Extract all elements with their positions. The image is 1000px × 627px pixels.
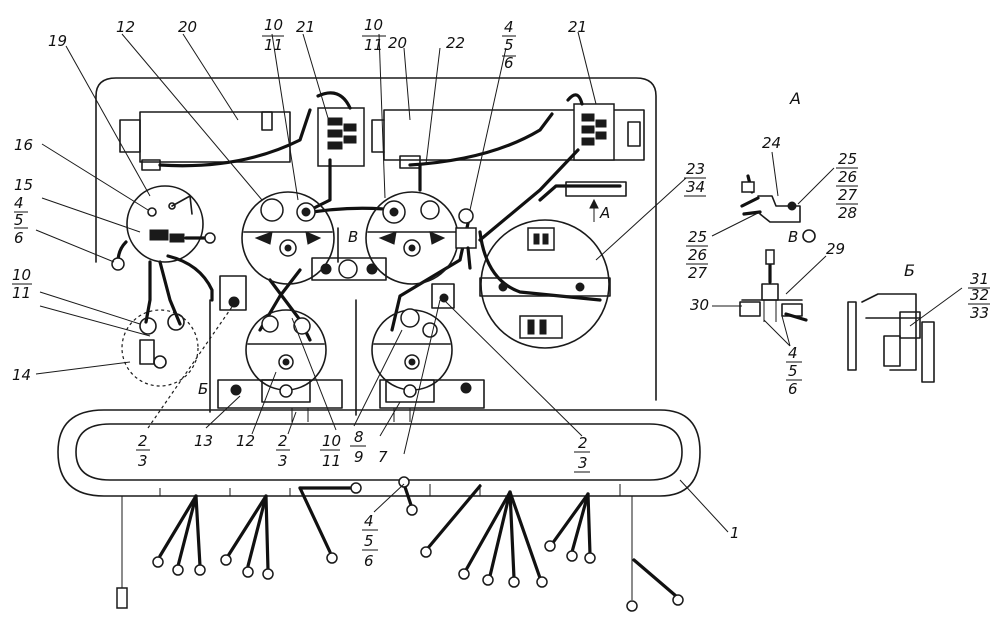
callout-1: 1 [730, 524, 740, 542]
callout-24: 24 [762, 134, 781, 152]
instrument-panel-outline [95, 77, 657, 416]
terminal-lugs [152, 476, 684, 612]
gauge-23 [479, 219, 611, 349]
callout-6: 6 [788, 380, 798, 398]
callout-25: 25 [838, 150, 857, 168]
gauge-upper-right [365, 191, 459, 285]
callout-3: 3 [578, 454, 588, 472]
callout-27: 27 [838, 186, 858, 204]
marker-v-label: В [348, 228, 358, 246]
callout-5: 5 [788, 362, 798, 380]
callout-4: 4 [14, 194, 24, 212]
gauge-lower-left [245, 309, 327, 403]
callout-33: 33 [970, 304, 989, 322]
callout-8: 8 [354, 428, 364, 446]
callout-10: 10 [322, 432, 341, 450]
callout-10: 10 [364, 16, 383, 34]
callout-23: 23 [686, 160, 705, 178]
arrow-a-label: А [599, 204, 610, 222]
callout-4: 4 [504, 18, 514, 36]
detail-view-a [740, 174, 816, 243]
view-letters: А Б А Б В В [198, 89, 915, 398]
connector-cluster-center [455, 208, 477, 270]
callout-29: 29 [826, 240, 845, 258]
callout-25: 25 [688, 228, 707, 246]
callout-labels: 19 12 20 10 11 21 10 11 20 22 4 5 6 21 1… [12, 16, 989, 570]
callout-11: 11 [12, 284, 31, 302]
callout-34: 34 [686, 178, 705, 196]
callout-6: 6 [504, 54, 514, 72]
arrow-b-label: Б [198, 380, 208, 398]
lamp-holder-right [371, 109, 645, 169]
callout-16: 16 [14, 136, 33, 154]
leader-lines [35, 31, 963, 533]
callout-27: 27 [688, 264, 708, 282]
callout-19: 19 [48, 32, 67, 50]
view-a-title: А [789, 89, 801, 108]
wire-harness-loop [57, 409, 701, 497]
callout-28: 28 [838, 204, 857, 222]
callout-11: 11 [264, 36, 283, 54]
callout-12: 12 [116, 18, 135, 36]
callout-underlines [12, 35, 990, 551]
callout-6: 6 [14, 229, 24, 247]
bracket-a [565, 181, 627, 222]
callout-3: 3 [278, 452, 288, 470]
connector-block-left [316, 91, 365, 167]
callout-2: 2 [138, 432, 148, 450]
callout-10: 10 [264, 16, 283, 34]
wire-tails-right [402, 482, 678, 600]
callout-13: 13 [194, 432, 213, 450]
callout-4: 4 [364, 512, 374, 530]
callout-5: 5 [364, 532, 374, 550]
callout-20: 20 [178, 18, 197, 36]
callout-12: 12 [236, 432, 255, 450]
callout-5: 5 [14, 211, 24, 229]
wire-tails-left [116, 486, 352, 609]
callout-11: 11 [364, 36, 383, 54]
gauge-14 [121, 309, 199, 387]
view-b-title: Б [904, 261, 915, 280]
circle-v-label: В [788, 228, 798, 246]
callout-2: 2 [578, 434, 588, 452]
detail-view-b [847, 293, 935, 383]
callout-6: 6 [364, 552, 374, 570]
callout-22: 22 [446, 34, 465, 52]
gauge-lower-right [371, 308, 453, 403]
callout-10: 10 [12, 266, 31, 284]
connector-block-right [478, 93, 615, 242]
callout-5: 5 [504, 36, 514, 54]
callout-11: 11 [322, 452, 341, 470]
callout-3: 3 [138, 452, 148, 470]
callout-21: 21 [568, 18, 587, 36]
callout-31: 31 [970, 270, 989, 288]
callout-30: 30 [690, 296, 709, 314]
detail-view-29-30 [739, 249, 808, 322]
bottom-brackets [217, 275, 485, 422]
callout-21: 21 [296, 18, 315, 36]
lamp-holder-left [119, 108, 312, 171]
gauge-16 [111, 185, 216, 271]
callout-15: 15 [14, 176, 33, 194]
callout-9: 9 [354, 448, 364, 466]
callout-4: 4 [788, 344, 798, 362]
callout-26: 26 [688, 246, 707, 264]
callout-14: 14 [12, 366, 31, 384]
callout-7: 7 [378, 448, 388, 466]
callout-20: 20 [388, 34, 407, 52]
gauge-upper-left [241, 191, 335, 285]
callout-2: 2 [278, 432, 288, 450]
central-bracket [311, 227, 387, 281]
callout-26: 26 [838, 168, 857, 186]
callout-32: 32 [970, 286, 989, 304]
